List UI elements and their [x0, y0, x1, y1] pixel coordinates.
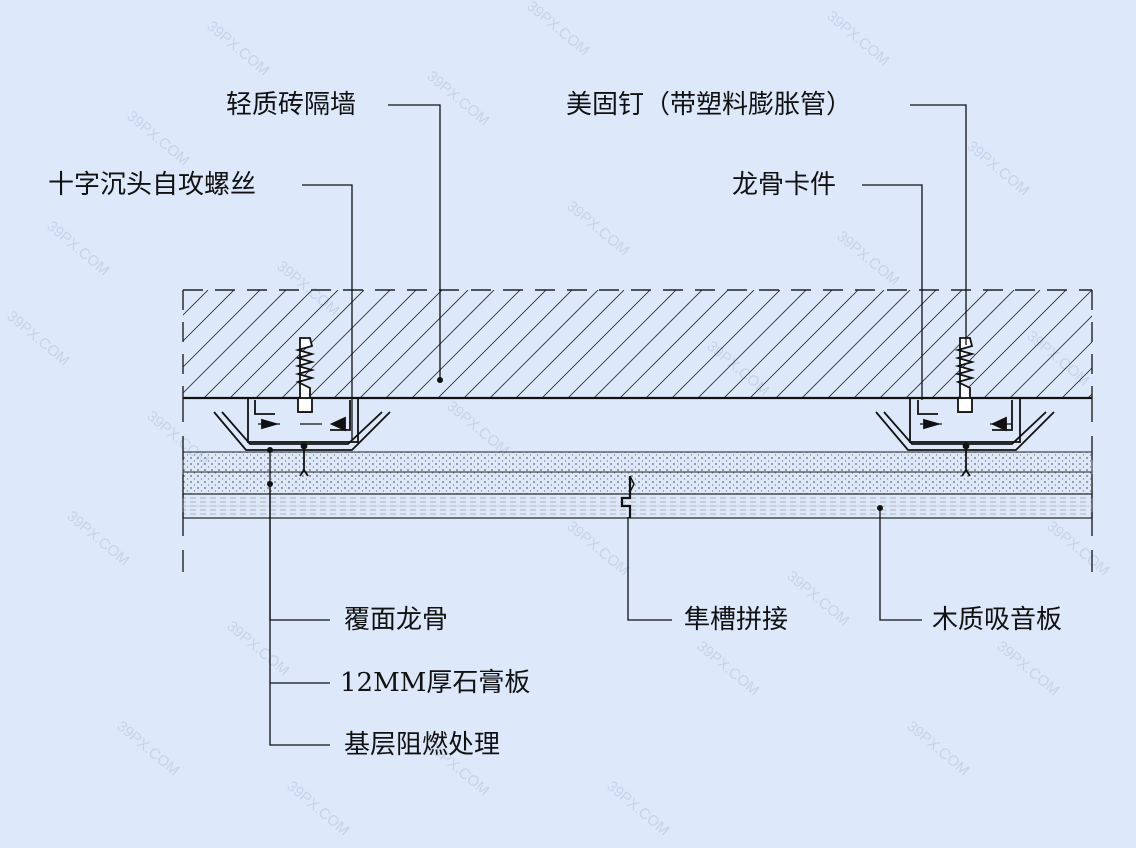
hatch-line: [183, 290, 235, 342]
hatch-line: [307, 290, 417, 398]
hatch-line: [645, 290, 755, 398]
hatch-line: [183, 290, 261, 368]
hatch-line: [775, 290, 885, 398]
gypsum-board-layer: [182, 451, 1093, 473]
hatch-line: [183, 290, 287, 394]
leader-joint: [627, 517, 672, 621]
label-brick-wall: 轻质砖隔墙: [226, 90, 357, 120]
hatch-line: [957, 290, 1067, 398]
label-furring: 覆面龙骨: [344, 605, 449, 635]
leader-anchor: [910, 104, 967, 345]
hatch-line: [879, 290, 989, 398]
hatch-line: [411, 290, 521, 398]
label-clip: 龙骨卡件: [732, 170, 837, 200]
label-joint: 隼槽拼接: [684, 605, 789, 635]
hatch-line: [463, 290, 573, 398]
leader-brick-wall: [388, 104, 441, 380]
fireproof-layer: [182, 471, 1093, 495]
label-gypsum: 12MM厚石膏板: [340, 668, 531, 698]
label-screw: 十字沉头自攻螺丝: [48, 170, 257, 200]
hatch-line: [567, 290, 677, 398]
leader-dots: [267, 377, 883, 511]
right-furring-assembly: [875, 337, 1055, 477]
leader-lines: [269, 104, 967, 746]
leader-wood-board: [879, 508, 922, 621]
hatch-line: [723, 290, 833, 398]
brick-wall-hatch: [183, 290, 1136, 398]
hatch-line: [1035, 341, 1092, 398]
hatch-line: [619, 290, 729, 398]
leader-fireproof: [269, 484, 330, 746]
hatch-line: [1009, 315, 1092, 398]
label-fireproof: 基层阻燃处理: [344, 730, 501, 760]
leader-clip: [862, 184, 923, 400]
hatch-line: [983, 290, 1092, 398]
hatch-line: [801, 290, 911, 398]
leader-screw: [302, 184, 353, 440]
hatch-line: [853, 290, 963, 398]
label-wood-board: 木质吸音板: [932, 605, 1063, 635]
hatch-line: [437, 290, 547, 398]
hatch-line: [671, 290, 781, 398]
hatch-line: [489, 290, 599, 398]
hatch-line: [541, 290, 651, 398]
hatch-line: [697, 290, 807, 398]
hatch-line: [1061, 367, 1092, 398]
tongue-groove-joint: [620, 476, 632, 518]
hatch-line: [1087, 393, 1092, 398]
hatch-line: [827, 290, 937, 398]
hatch-line: [515, 290, 625, 398]
hatch-line: [333, 290, 443, 398]
hatch-line: [931, 290, 1041, 398]
joint-nail: [629, 475, 635, 493]
hatch-line: [593, 290, 703, 398]
hatch-line: [183, 290, 209, 316]
hatch-line: [749, 290, 859, 398]
left-furring-assembly: [213, 337, 391, 477]
hatch-line: [229, 290, 339, 398]
label-anchor: 美固钉（带塑料膨胀管）: [566, 90, 853, 120]
hatch-line: [1114, 290, 1136, 398]
hatch-line: [359, 290, 469, 398]
hatch-line: [203, 290, 313, 398]
